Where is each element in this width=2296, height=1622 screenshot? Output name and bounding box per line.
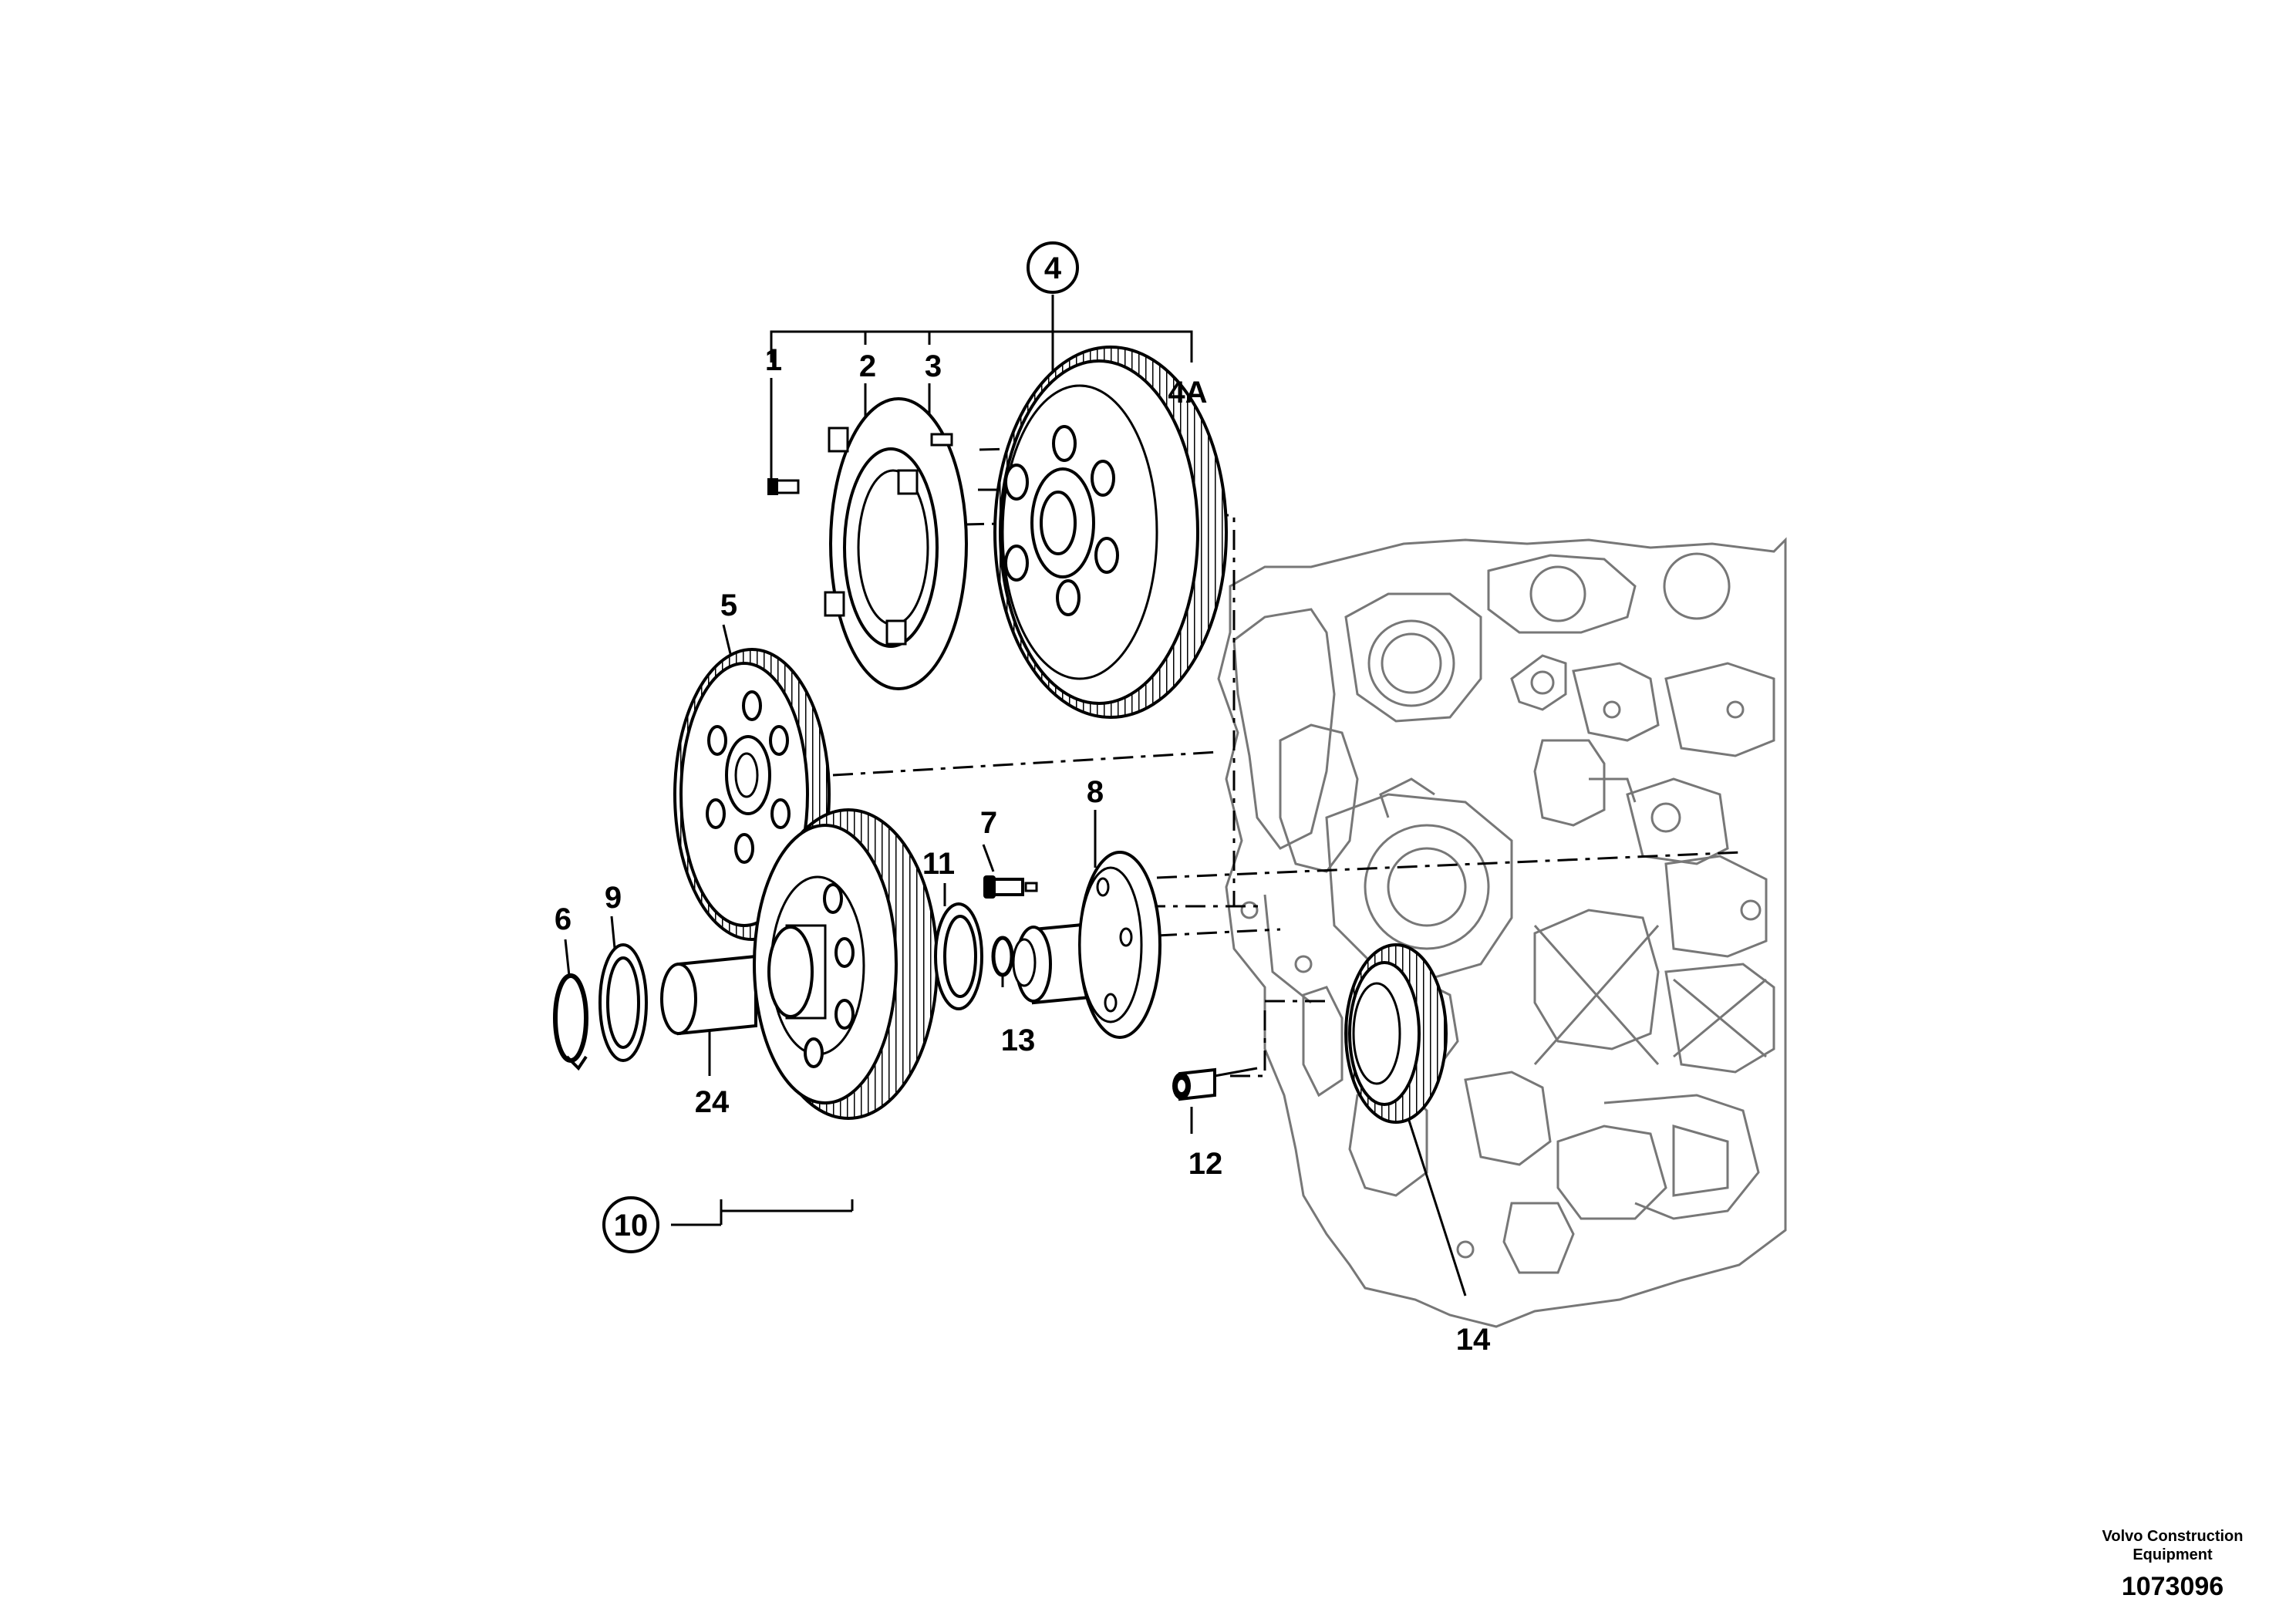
- company-name-line1: Volvo Construction: [2102, 1528, 2244, 1545]
- screw-1: [767, 478, 800, 495]
- callout-circle-10: [602, 1196, 659, 1253]
- company-name-line2: Equipment: [2132, 1546, 2213, 1563]
- idler-gear-assembly-10: [660, 808, 939, 1120]
- bushing-24: [660, 954, 757, 1036]
- drawing-number: 1073096: [2121, 1572, 2224, 1601]
- callout-3: 3: [925, 349, 942, 383]
- camshaft-gear-assembly: [767, 346, 1228, 719]
- callout-4a: 4A: [1168, 376, 1207, 410]
- dowel-pin-3: [930, 433, 953, 447]
- callout-8: 8: [1087, 775, 1104, 809]
- washer-11: [934, 902, 983, 1010]
- sleeve-12: [1172, 1067, 1216, 1101]
- assembly-leader-lines: [832, 446, 1744, 1077]
- callout-5: 5: [720, 588, 737, 622]
- camshaft-gear: [993, 346, 1228, 719]
- callout-24: 24: [695, 1085, 730, 1119]
- thrust-plate: [824, 397, 968, 690]
- assembly-brackets: [671, 295, 1193, 1226]
- crankshaft-gear-14: [1344, 943, 1448, 1124]
- callout-1: 1: [765, 343, 782, 377]
- callout-circle-4: [1027, 241, 1079, 294]
- callout-7: 7: [980, 806, 997, 840]
- washer-9: [598, 943, 648, 1062]
- idler-shaft-8: [1012, 851, 1161, 1039]
- engine-block: [1217, 537, 1787, 1328]
- callout-11: 11: [922, 847, 955, 881]
- callout-4: 4: [1044, 251, 1062, 285]
- callout-12: 12: [1188, 1147, 1223, 1181]
- callout-9: 9: [605, 881, 622, 915]
- callout-6: 6: [555, 902, 571, 936]
- company-credit: Volvo Construction Equipment: [2095, 1527, 2250, 1564]
- callout-labels: 1 2 3 4 4A 5 6 7 8 9 10 11 12 13 14 24: [555, 251, 1491, 1357]
- screw-7: [983, 875, 1038, 899]
- callout-13: 13: [1001, 1023, 1036, 1057]
- circlip-6: [553, 973, 588, 1071]
- callout-14: 14: [1456, 1323, 1491, 1357]
- callout-10: 10: [614, 1209, 649, 1243]
- callout-circles: [602, 241, 1079, 1253]
- callout-2: 2: [859, 349, 876, 383]
- o-ring-13: [991, 936, 1014, 977]
